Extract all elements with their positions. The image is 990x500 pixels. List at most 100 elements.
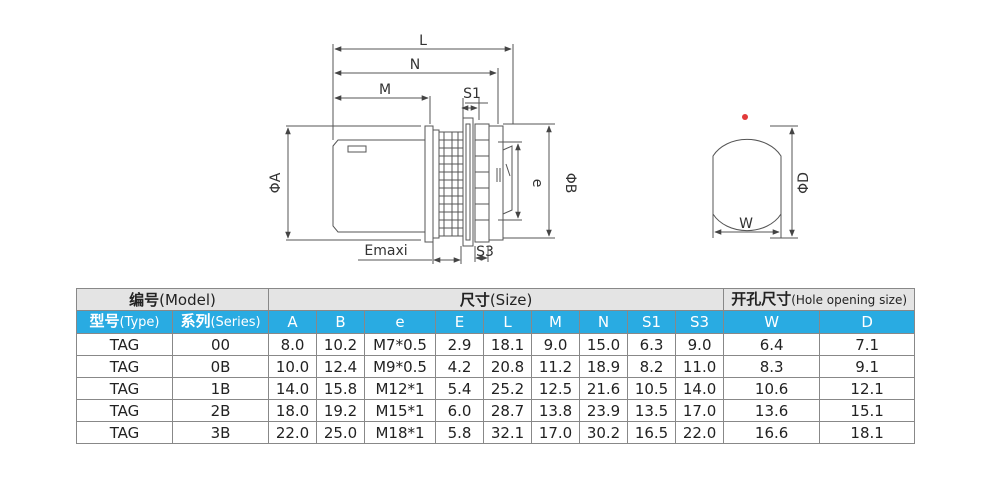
- hole-header: 开孔尺寸(Hole opening size): [723, 288, 916, 311]
- technical-drawing: L N M S1 ΦA ΦB e Emaxi S3 ΦD W: [268, 33, 812, 264]
- table-cell: 6.4: [723, 333, 821, 356]
- col-header: N: [579, 310, 629, 334]
- table-cell: 20.8: [483, 355, 533, 378]
- table-cell: 7.1: [819, 333, 916, 356]
- table-cell: 22.0: [675, 421, 725, 444]
- label-A: ΦA: [268, 172, 284, 193]
- model-header: 编号(Model): [75, 288, 270, 311]
- col-header: D: [819, 310, 916, 334]
- table-cell: 4.2: [435, 355, 485, 378]
- table-cell: 00: [171, 333, 270, 356]
- table-cell: 18.1: [483, 333, 533, 356]
- table-cell: TAG: [76, 421, 173, 444]
- hole-opening-view: [712, 125, 798, 239]
- table-cell: 14.0: [675, 377, 725, 400]
- table-cell: TAG: [76, 333, 173, 356]
- group-header-row: 编号(Model) 尺寸(Size) 开孔尺寸(Hole opening siz…: [75, 288, 916, 311]
- label-Emaxi: Emaxi: [364, 243, 407, 259]
- table-cell: 11.2: [531, 355, 581, 378]
- table-cell: 12.1: [819, 377, 916, 400]
- col-header: E: [435, 310, 485, 334]
- series-header: 系列(Series): [171, 310, 270, 334]
- table-cell: 9.0: [531, 333, 581, 356]
- table-cell: 3B: [171, 421, 270, 444]
- label-L: L: [419, 33, 427, 49]
- table-cell: M18*1: [364, 421, 437, 444]
- label-M: M: [379, 82, 391, 98]
- col-header: A: [268, 310, 318, 334]
- table-cell: TAG: [76, 377, 173, 400]
- table-cell: 2.9: [435, 333, 485, 356]
- spec-table: 编号(Model) 尺寸(Size) 开孔尺寸(Hole opening siz…: [75, 288, 916, 444]
- table-cell: 13.5: [627, 399, 677, 422]
- table-cell: 25.2: [483, 377, 533, 400]
- table-cell: 8.3: [723, 355, 821, 378]
- table-cell: 12.5: [531, 377, 581, 400]
- table-cell: 10.2: [316, 333, 366, 356]
- table-cell: TAG: [76, 399, 173, 422]
- table-cell: 17.0: [675, 399, 725, 422]
- table-cell: 14.0: [268, 377, 318, 400]
- col-header: L: [483, 310, 533, 334]
- label-e: e: [529, 179, 545, 188]
- table-cell: 22.0: [268, 421, 318, 444]
- table-cell: 1B: [171, 377, 270, 400]
- dimension-labels: L N M S1 ΦA ΦB e Emaxi S3: [268, 33, 578, 260]
- table-cell: 19.2: [316, 399, 366, 422]
- label-W: W: [739, 216, 753, 232]
- table-cell: 23.9: [579, 399, 629, 422]
- table-cell: 18.9: [579, 355, 629, 378]
- col-header: B: [316, 310, 366, 334]
- label-B: ΦB: [562, 173, 578, 194]
- table-cell: 18.1: [819, 421, 916, 444]
- table-cell: 13.8: [531, 399, 581, 422]
- table-cell: M12*1: [364, 377, 437, 400]
- column-header-row: 型号(Type) 系列(Series) A B e E L M N S1 S3 …: [76, 310, 916, 334]
- table-cell: 21.6: [579, 377, 629, 400]
- table-cell: M9*0.5: [364, 355, 437, 378]
- table-cell: 15.8: [316, 377, 366, 400]
- marker-dot: [742, 114, 748, 120]
- table-cell: 11.0: [675, 355, 725, 378]
- col-header: S1: [627, 310, 677, 334]
- table-cell: 10.5: [627, 377, 677, 400]
- type-header: 型号(Type): [76, 310, 173, 334]
- table-cell: 16.5: [627, 421, 677, 444]
- table-cell: 10.0: [268, 355, 318, 378]
- table-cell: 9.0: [675, 333, 725, 356]
- table-cell: 28.7: [483, 399, 533, 422]
- table-cell: 10.6: [723, 377, 821, 400]
- table-cell: 17.0: [531, 421, 581, 444]
- table-cell: 2B: [171, 399, 270, 422]
- table-cell: 15.0: [579, 333, 629, 356]
- table-cell: M15*1: [364, 399, 437, 422]
- table-cell: 8.0: [268, 333, 318, 356]
- table-cell: 0B: [171, 355, 270, 378]
- thread-segments: [438, 131, 464, 237]
- table-cell: 15.1: [819, 399, 916, 422]
- label-S1: S1: [463, 86, 481, 102]
- table-cell: 5.4: [435, 377, 485, 400]
- table-cell: 5.8: [435, 421, 485, 444]
- table-cell: 25.0: [316, 421, 366, 444]
- label-N: N: [410, 57, 420, 73]
- table-cell: 8.2: [627, 355, 677, 378]
- table-cell: M7*0.5: [364, 333, 437, 356]
- table-cell: 6.0: [435, 399, 485, 422]
- label-S3: S3: [476, 244, 494, 260]
- table-cell: 13.6: [723, 399, 821, 422]
- table-cell: 12.4: [316, 355, 366, 378]
- table-cell: TAG: [76, 355, 173, 378]
- table-cell: 18.0: [268, 399, 318, 422]
- col-header: W: [723, 310, 821, 334]
- label-D: ΦD: [796, 172, 812, 194]
- table-cell: 16.6: [723, 421, 821, 444]
- table-cell: 9.1: [819, 355, 916, 378]
- table-cell: 32.1: [483, 421, 533, 444]
- col-header: e: [364, 310, 437, 334]
